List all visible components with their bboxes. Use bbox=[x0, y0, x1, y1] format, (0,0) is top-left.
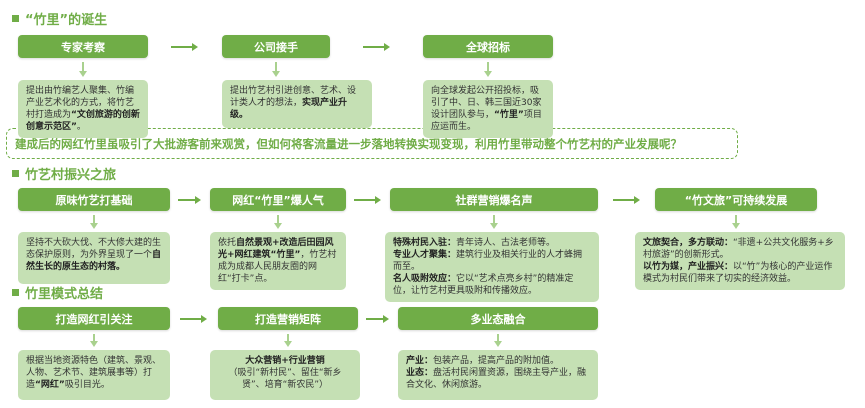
down-arrow-icon bbox=[274, 215, 281, 229]
step-header-label: 社群营销爆名声 bbox=[455, 193, 533, 207]
step-detail: 提出由竹编艺人聚集、竹编产业艺术化的方式，将竹艺村打造成为“文创旅游的创新创意示… bbox=[18, 80, 148, 138]
section-title-text: 竹里模式总结 bbox=[25, 287, 104, 302]
down-arrow-icon bbox=[272, 62, 279, 77]
detail-highlight: 特殊村民入驻： bbox=[393, 238, 457, 248]
step-header: 专家考察 bbox=[18, 35, 148, 58]
down-arrow-icon bbox=[79, 62, 86, 77]
detail-text: 。 bbox=[76, 122, 86, 132]
step-header-label: 打造网红引关注 bbox=[55, 312, 133, 326]
step-header: 公司接手 bbox=[222, 35, 330, 58]
step-header-label: 全球招标 bbox=[466, 40, 510, 54]
step-detail: 坚持不大砍大伐、不大修大建的生态保护原则，为外界呈现了一个自然生长的原生态的村落… bbox=[18, 232, 170, 284]
right-arrow-icon bbox=[178, 196, 201, 204]
detail-text: “非遗+公共文化服务+乡村旅游”的创新形式。 bbox=[643, 238, 834, 260]
step-header-label: 公司接手 bbox=[254, 40, 298, 54]
detail-highlight: 文旅契合，多方联动： bbox=[643, 238, 734, 248]
right-arrow-icon bbox=[612, 196, 640, 204]
detail-text: 坚持不大砍大伐、不大修大建的生态保护原则，为外界呈现了一个 bbox=[26, 238, 162, 260]
detail-text: 吸引目光。 bbox=[64, 380, 110, 390]
step-header: 打造营销矩阵 bbox=[218, 307, 358, 330]
section-title: “竹里”的诞生 bbox=[12, 9, 107, 28]
detail-highlight: 产业： bbox=[406, 356, 434, 366]
right-arrow-icon bbox=[354, 196, 381, 204]
section-title: 竹里模式总结 bbox=[12, 283, 103, 302]
step-detail: 向全球发起公开招投标，吸引了中、日、韩三国近30家设计团队参与，“竹里”项目应运… bbox=[423, 80, 553, 138]
step-header: 全球招标 bbox=[423, 35, 553, 58]
detail-text: 依托 bbox=[218, 238, 237, 248]
step-header: 原味竹艺打基础 bbox=[18, 188, 170, 211]
key-question: 建成后的网红竹里虽吸引了大批游客前来观赏，但如何将客流量进一步落地转换实现变现，… bbox=[6, 128, 738, 159]
down-arrow-icon bbox=[732, 215, 739, 229]
step-header: 多业态融合 bbox=[398, 307, 598, 330]
detail-highlight: 实现产业升级。 bbox=[230, 98, 348, 120]
detail-text: 项目应运而生。 bbox=[431, 110, 542, 132]
down-arrow-icon bbox=[90, 215, 97, 229]
section-title-text: 竹艺村振兴之旅 bbox=[25, 168, 117, 183]
down-arrow-icon bbox=[284, 334, 291, 347]
bullet-square-icon bbox=[12, 289, 19, 296]
detail-text: 包装产品，提高产品的附加值。 bbox=[433, 356, 560, 366]
section-title: 竹艺村振兴之旅 bbox=[12, 164, 116, 183]
detail-text: 它以“艺术点亮乡村”的精准定位，让竹艺村更具吸附和传播效应。 bbox=[393, 274, 574, 296]
detail-highlight: “竹里” bbox=[494, 110, 524, 120]
step-detail: 根据当地资源特色（建筑、景观、人物、艺术节、建筑展事等）打造“网红”吸引目光。 bbox=[18, 350, 170, 400]
down-arrow-icon bbox=[90, 334, 97, 347]
detail-text: 向全球发起公开招投标，吸引了中、日、韩三国近30家设计团队参与， bbox=[431, 86, 542, 120]
detail-text: 提出竹艺村引进创意、艺术、设计类人才的想法， bbox=[230, 86, 357, 108]
step-header: “竹文旅”可持续发展 bbox=[655, 188, 817, 211]
step-detail: 产业：包装产品，提高产品的附加值。业态：盘活村民闲置资源，围绕主导产业，融合文化… bbox=[398, 350, 598, 400]
step-header: 打造网红引关注 bbox=[18, 307, 170, 330]
step-header-label: “竹文旅”可持续发展 bbox=[684, 193, 788, 207]
detail-text: 建筑行业及相关行业的人才蜂拥而至。 bbox=[393, 250, 583, 272]
step-header-label: 打造营销矩阵 bbox=[255, 312, 321, 326]
detail-text: ，竹艺村成为成都人民朋友圈的网红“打卡”点。 bbox=[218, 250, 337, 284]
step-detail: 文旅契合，多方联动：“非遗+公共文化服务+乡村旅游”的创新形式。以竹为媒，产业振… bbox=[635, 232, 845, 290]
step-header-label: 原味竹艺打基础 bbox=[55, 193, 133, 207]
detail-text: 青年诗人、古法老师等。 bbox=[456, 238, 556, 248]
detail-highlight: “网红” bbox=[35, 380, 65, 390]
detail-text: 提出由竹编艺人聚集、竹编产业艺术化的方式，将竹艺村打造成为 bbox=[26, 86, 135, 120]
bullet-square-icon bbox=[12, 15, 19, 22]
detail-text: 盘活村民闲置资源，围绕主导产业，融合文化、休闲旅游。 bbox=[406, 368, 587, 390]
step-detail: 依托自然景观+改造后田园风光+网红建筑“竹里”，竹艺村成为成都人民朋友圈的网红“… bbox=[210, 232, 346, 290]
detail-text: 以“竹”为核心的产业运作模式为村民们带来了切实的经济效益。 bbox=[643, 262, 833, 284]
step-header-label: 多业态融合 bbox=[470, 312, 526, 326]
down-arrow-icon bbox=[494, 334, 501, 347]
question-text: 建成后的网红竹里虽吸引了大批游客前来观赏，但如何将客流量进一步落地转换实现变现，… bbox=[15, 136, 682, 151]
step-header: 社群营销爆名声 bbox=[390, 188, 598, 211]
right-arrow-icon bbox=[171, 43, 198, 51]
detail-text: （吸引“新村民”、留住“新乡贤”、培育“新农民”） bbox=[228, 368, 342, 390]
down-arrow-icon bbox=[490, 215, 497, 229]
right-arrow-icon bbox=[180, 315, 207, 323]
down-arrow-icon bbox=[484, 62, 491, 77]
step-header: 网红“竹里”爆人气 bbox=[210, 188, 346, 211]
step-header-label: 网红“竹里”爆人气 bbox=[232, 193, 324, 207]
step-detail: 提出竹艺村引进创意、艺术、设计类人才的想法，实现产业升级。 bbox=[222, 80, 372, 128]
step-detail: 大众营销+行业营销 （吸引“新村民”、留住“新乡贤”、培育“新农民”） bbox=[210, 350, 360, 400]
bullet-square-icon bbox=[12, 170, 19, 177]
step-header-label: 专家考察 bbox=[61, 40, 105, 54]
step-detail: 特殊村民入驻：青年诗人、古法老师等。专业人才聚集：建筑行业及相关行业的人才蜂拥而… bbox=[385, 232, 599, 302]
detail-highlight: 大众营销+行业营销 bbox=[245, 356, 325, 366]
detail-text: 根据当地资源特色（建筑、景观、人物、艺术节、建筑展事等）打造 bbox=[26, 356, 162, 390]
detail-highlight: “文创旅游的创新创意示范区” bbox=[26, 110, 140, 132]
detail-highlight: 以竹为媒，产业振兴： bbox=[643, 262, 734, 272]
detail-highlight: 业态： bbox=[406, 368, 434, 378]
detail-highlight: 名人吸附效应： bbox=[393, 274, 457, 284]
right-arrow-icon bbox=[366, 315, 389, 323]
detail-highlight: 自然生长的原生态的村落。 bbox=[26, 250, 162, 272]
detail-highlight: 自然景观+改造后田园风光+网红建筑“竹里” bbox=[218, 238, 334, 260]
right-arrow-icon bbox=[362, 43, 390, 51]
section-title-text: “竹里”的诞生 bbox=[25, 13, 108, 28]
detail-highlight: 专业人才聚集： bbox=[393, 250, 457, 260]
